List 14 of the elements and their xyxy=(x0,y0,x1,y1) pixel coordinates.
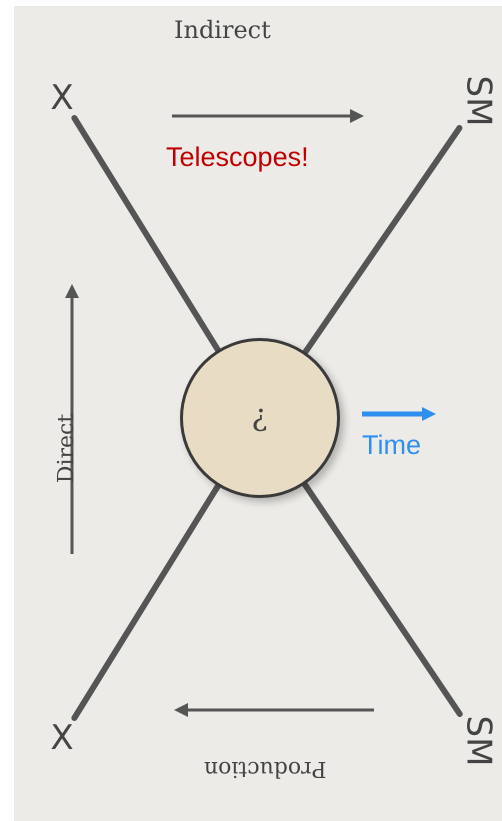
symbol-label: SM xyxy=(458,74,498,128)
symbol-label: SM xyxy=(458,714,498,768)
method-label: Production xyxy=(204,756,326,781)
method-label: Direct xyxy=(54,414,80,484)
connector-line xyxy=(71,115,221,353)
connector-line xyxy=(71,483,221,721)
circle-node: ? xyxy=(180,338,340,498)
symbol-label: X xyxy=(42,718,82,758)
connector-line xyxy=(302,125,462,356)
axis-label: Time xyxy=(362,430,421,461)
symbol-label: X xyxy=(42,78,82,118)
method-label: Indirect xyxy=(174,16,271,44)
note-label: Telescopes! xyxy=(166,142,309,173)
connector-line xyxy=(302,481,463,717)
